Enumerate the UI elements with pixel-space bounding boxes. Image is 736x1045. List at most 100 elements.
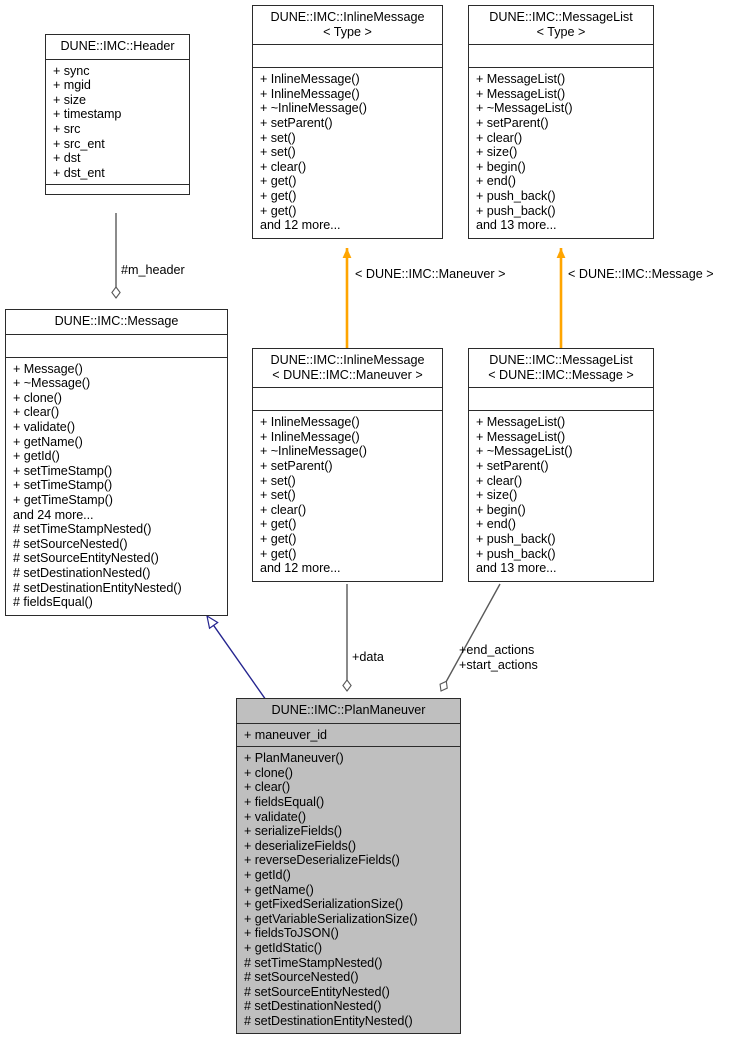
inline-message-maneuver-class[interactable]: DUNE::IMC::InlineMessage < DUNE::IMC::Ma…	[252, 348, 443, 582]
class-member: + MessageList()	[476, 72, 566, 87]
class-member: + dst_ent	[53, 165, 105, 180]
class-member: + getFixedSerializationSize()	[244, 897, 404, 912]
message-list-template-class-attributes	[469, 45, 653, 69]
class-member: # setSourceEntityNested()	[13, 551, 159, 566]
edge-label-actions: +end_actions +start_actions	[459, 643, 538, 672]
class-member: + clone()	[244, 765, 293, 780]
class-member: + sync	[53, 63, 90, 78]
class-member: + MessageList()	[476, 415, 566, 430]
class-member: + get()	[260, 174, 297, 189]
class-member: + src	[53, 121, 81, 136]
class-member: + getId()	[13, 449, 60, 464]
class-member: + maneuver_id	[244, 727, 328, 742]
class-member: + ~MessageList()	[476, 444, 573, 459]
class-member: # setSourceEntityNested()	[244, 984, 390, 999]
message-list-message-class-attributes	[469, 388, 653, 412]
class-member: + setParent()	[476, 115, 549, 130]
class-member: + InlineMessage()	[260, 415, 360, 430]
class-member: + begin()	[476, 159, 526, 174]
class-member: + reverseDeserializeFields()	[244, 853, 400, 868]
class-member: + validate()	[244, 809, 307, 824]
class-member: + size()	[476, 488, 518, 503]
edge-actions	[441, 583, 501, 691]
class-member: and 24 more...	[13, 507, 94, 522]
class-member: + clear()	[260, 502, 307, 517]
class-member: + begin()	[476, 502, 526, 517]
class-member: + Message()	[13, 361, 83, 376]
class-member: + timestamp	[53, 107, 122, 122]
class-member: + set()	[260, 488, 296, 503]
class-member: # setSourceNested()	[244, 970, 359, 985]
class-member: + push_back()	[476, 546, 556, 561]
edge-label-maneuver-binding: < DUNE::IMC::Maneuver >	[355, 267, 506, 281]
class-member: + getIdStatic()	[244, 940, 322, 955]
class-member: + mgid	[53, 78, 91, 93]
class-member: + get()	[260, 546, 297, 561]
class-member: + deserializeFields()	[244, 838, 356, 853]
class-member: + set()	[260, 145, 296, 160]
class-member: + PlanManeuver()	[244, 751, 344, 766]
plan-maneuver-class-attributes: + maneuver_id	[237, 724, 460, 748]
inline-message-template-class-operations: + InlineMessage()+ InlineMessage()+ ~Inl…	[253, 68, 442, 238]
edge-label-data: +data	[352, 650, 384, 664]
class-member: + validate()	[13, 419, 76, 434]
class-member: + getName()	[13, 434, 83, 449]
class-member: + size()	[476, 145, 518, 160]
class-member: + serializeFields()	[244, 824, 343, 839]
class-member: and 13 more...	[476, 218, 557, 233]
class-member: + InlineMessage()	[260, 86, 360, 101]
plan-maneuver-class[interactable]: DUNE::IMC::PlanManeuver + maneuver_id + …	[236, 698, 461, 1035]
message-class-operations: + Message()+ ~Message()+ clone()+ clear(…	[6, 358, 227, 615]
class-member: + dst	[53, 151, 81, 166]
class-member: and 13 more...	[476, 561, 557, 576]
inline-message-maneuver-class-attributes	[253, 388, 442, 412]
class-member: # setDestinationNested()	[244, 999, 382, 1014]
class-member: + get()	[260, 188, 297, 203]
message-list-message-class[interactable]: DUNE::IMC::MessageList < DUNE::IMC::Mess…	[468, 348, 654, 582]
inline-message-template-class-attributes	[253, 45, 442, 69]
class-member: + getVariableSerializationSize()	[244, 911, 418, 926]
header-class-attributes: + sync+ mgid+ size+ timestamp+ src+ src_…	[46, 60, 189, 186]
plan-maneuver-class-title: DUNE::IMC::PlanManeuver	[237, 699, 460, 724]
class-member: + setTimeStamp()	[13, 478, 113, 493]
message-class-title: DUNE::IMC::Message	[6, 310, 227, 335]
class-member: # setDestinationEntityNested()	[13, 580, 182, 595]
class-member: and 12 more...	[260, 561, 341, 576]
class-member: + push_back()	[476, 531, 556, 546]
class-member: + getName()	[244, 882, 314, 897]
class-member: # setDestinationNested()	[13, 565, 151, 580]
class-member: + end()	[476, 174, 516, 189]
inline-message-maneuver-class-title: DUNE::IMC::InlineMessage < DUNE::IMC::Ma…	[253, 349, 442, 389]
class-member: + src_ent	[53, 136, 105, 151]
inline-message-template-class[interactable]: DUNE::IMC::InlineMessage < Type > + Inli…	[252, 5, 443, 239]
class-member: + end()	[476, 517, 516, 532]
header-class-title: DUNE::IMC::Header	[46, 35, 189, 60]
class-member: + ~InlineMessage()	[260, 444, 367, 459]
class-member: + InlineMessage()	[260, 72, 360, 87]
class-member: + clear()	[260, 159, 307, 174]
class-member: + clear()	[13, 405, 60, 420]
edge-message-inheritance	[206, 614, 267, 701]
class-member: # fieldsEqual()	[13, 595, 93, 610]
class-member: + clear()	[476, 473, 523, 488]
message-class[interactable]: DUNE::IMC::Message + Message()+ ~Message…	[5, 309, 228, 616]
inline-message-maneuver-class-operations: + InlineMessage()+ InlineMessage()+ ~Inl…	[253, 411, 442, 581]
class-member: + get()	[260, 531, 297, 546]
inline-message-template-class-title: DUNE::IMC::InlineMessage < Type >	[253, 6, 442, 46]
class-member: + fieldsToJSON()	[244, 926, 339, 941]
class-member: + ~MessageList()	[476, 101, 573, 116]
class-member: + MessageList()	[476, 86, 566, 101]
class-member: + set()	[260, 473, 296, 488]
class-member: + setParent()	[260, 458, 333, 473]
message-list-message-class-title: DUNE::IMC::MessageList < DUNE::IMC::Mess…	[469, 349, 653, 389]
class-member: + clone()	[13, 390, 62, 405]
class-member: + push_back()	[476, 188, 556, 203]
class-member: + fieldsEqual()	[244, 794, 325, 809]
class-member: + InlineMessage()	[260, 429, 360, 444]
header-class[interactable]: DUNE::IMC::Header + sync+ mgid+ size+ ti…	[45, 34, 190, 196]
class-member: + setParent()	[260, 115, 333, 130]
message-list-template-class[interactable]: DUNE::IMC::MessageList < Type > + Messag…	[468, 5, 654, 239]
class-member: + setTimeStamp()	[13, 463, 113, 478]
message-class-attributes	[6, 335, 227, 358]
class-member: # setTimeStampNested()	[244, 955, 383, 970]
